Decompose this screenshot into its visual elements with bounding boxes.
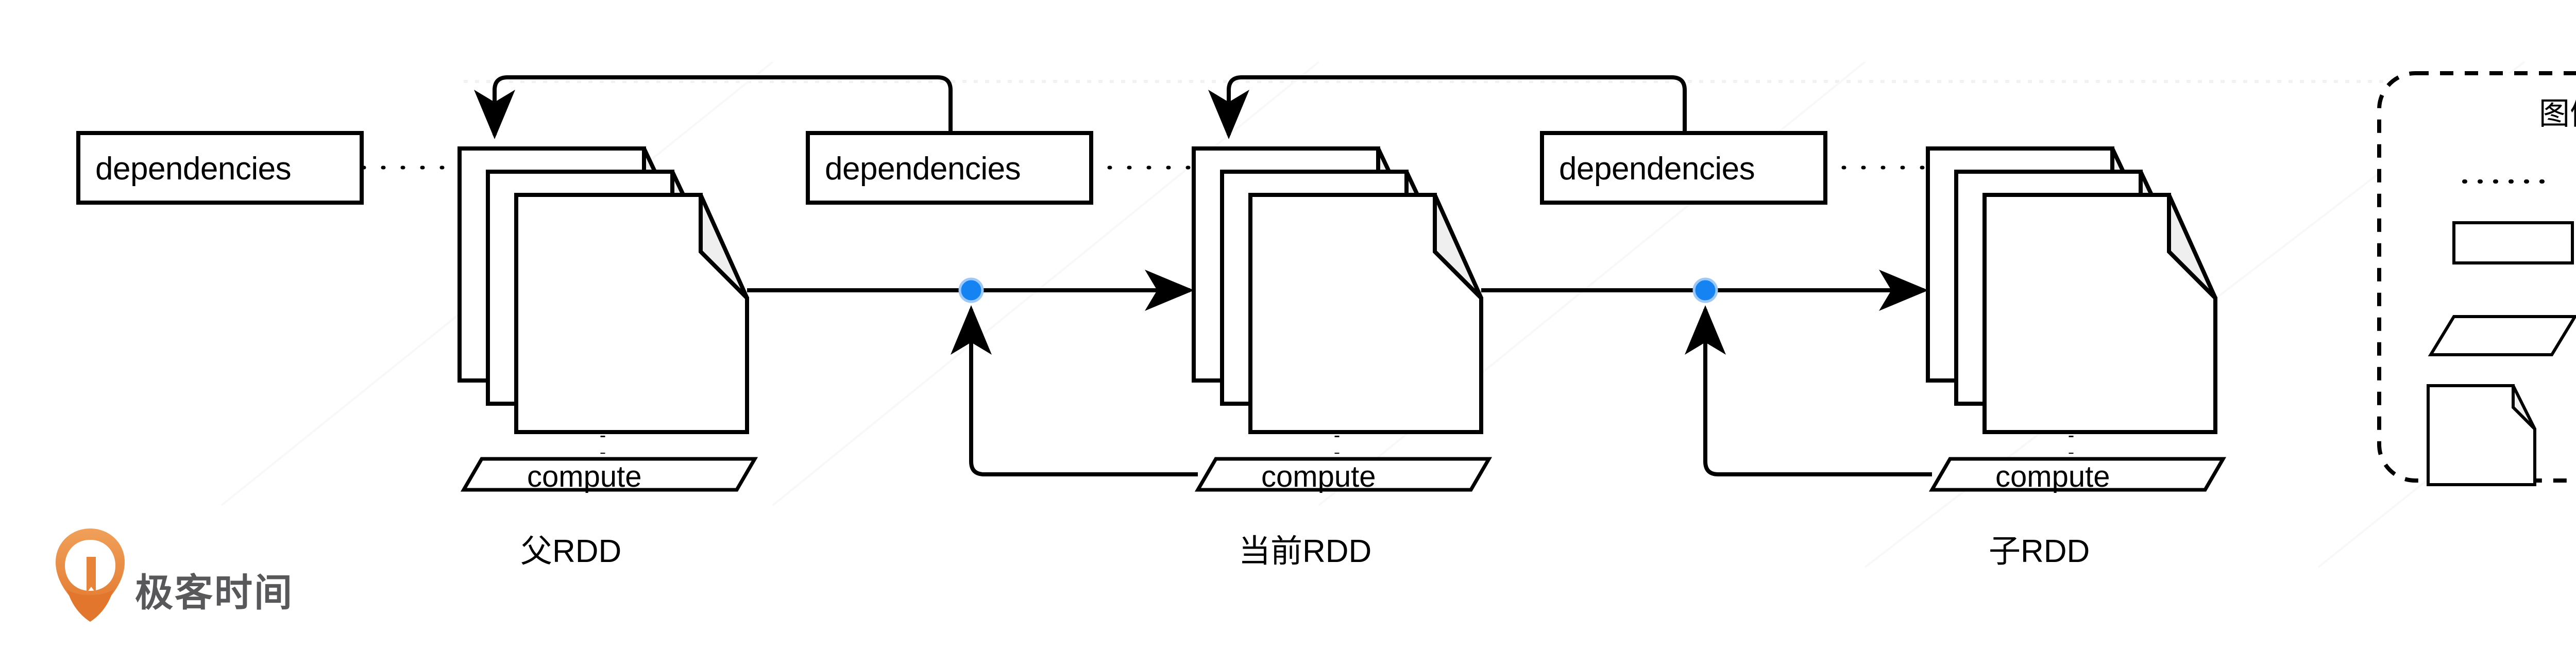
- compute-shape-2: [1928, 457, 2227, 492]
- compute-label-0: compute: [527, 460, 642, 493]
- group-parent-rdd: [361, 75, 953, 492]
- legend-title: 图例: [2539, 96, 2576, 131]
- data-partition-fold-icon: [2167, 194, 2217, 300]
- data-partition-fold-icon: [699, 194, 749, 300]
- dependency-arrow-0: [474, 75, 953, 147]
- rdd-caption-child: 子RDD: [1989, 534, 2090, 569]
- compute-feedback-1: [1685, 305, 1932, 476]
- legend-border: [2377, 71, 2576, 483]
- brand-logo-icon: [56, 528, 125, 622]
- dependencies-box-1: [806, 131, 1093, 205]
- legend-rectangle-icon: [2452, 221, 2574, 264]
- group-child-rdd: [1822, 146, 2227, 492]
- legend-document-fold-icon: [2512, 385, 2536, 431]
- compute-shape-0: [460, 457, 758, 492]
- data-partition-fold-icon: [1433, 194, 1483, 300]
- junction-dot: [1692, 277, 1718, 303]
- flow-connectors: [747, 270, 1932, 476]
- junction-dot: [958, 277, 984, 303]
- data-partition-stack-0: [457, 146, 749, 434]
- group-current-rdd: [1088, 75, 1687, 492]
- legend-parallelogram-icon: [2428, 315, 2576, 356]
- dependencies-box-0: [76, 131, 364, 205]
- rdd-caption-current: 当前RDD: [1239, 534, 1372, 569]
- dependencies-label-2: dependencies: [1559, 151, 1755, 187]
- rdd-caption-parent: 父RDD: [520, 534, 622, 569]
- compute-shape-1: [1194, 457, 1493, 492]
- data-partition-stack-2: [1926, 146, 2217, 434]
- brand-name: 极客时间: [135, 571, 294, 614]
- compute-feedback-0: [951, 305, 1198, 476]
- data-partition-stack-1: [1192, 146, 1483, 434]
- compute-label-1: compute: [1261, 460, 1376, 493]
- dependencies-box-2: [1540, 131, 1827, 205]
- dependencies-label-1: dependencies: [825, 151, 1021, 187]
- dependencies-label-0: dependencies: [95, 151, 292, 187]
- legend-panel: [2377, 71, 2576, 486]
- compute-label-2: compute: [1995, 460, 2110, 493]
- dependency-arrow-1: [1208, 75, 1687, 147]
